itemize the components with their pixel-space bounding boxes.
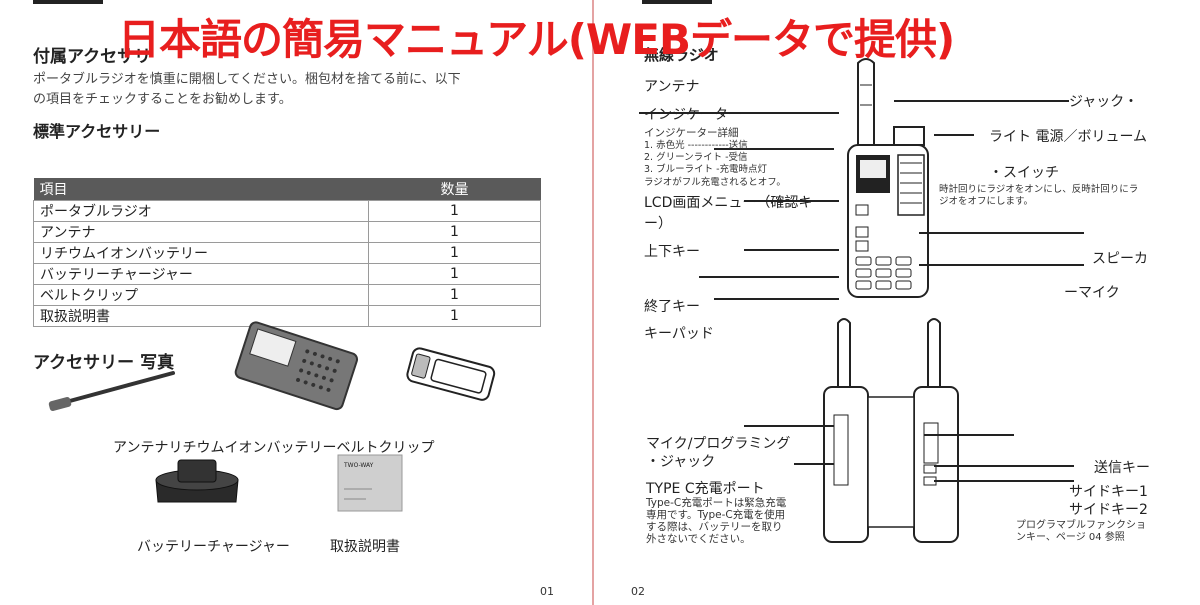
cell-qty: 1: [368, 284, 541, 306]
pointer-line: [934, 134, 974, 136]
pointer-line: [924, 434, 1014, 436]
radio-heading: 無線ラジオ: [644, 46, 719, 64]
antenna-illustration: [48, 371, 175, 412]
label-speaker: スピーカ: [1092, 251, 1148, 267]
label-antenna: アンテナ: [644, 79, 700, 95]
cell-item: 取扱説明書: [33, 305, 369, 327]
indicator-detail-4: ラジオがフル充電されるとオフ。: [644, 177, 786, 188]
pointer-line: [919, 264, 1084, 266]
accessories-heading: 付属アクセサリ: [33, 47, 152, 67]
label-keypad: キーパッド: [644, 326, 714, 342]
label-updown-key: 上下キー: [644, 244, 700, 260]
label-mic: ーマイク: [1064, 285, 1120, 301]
pointer-line: [919, 232, 1084, 234]
cell-item: バッテリーチャージャー: [33, 263, 369, 285]
right-page: 無線ラジオ: [594, 0, 1200, 605]
page-top-rule: [642, 0, 712, 4]
charger-illustration: [155, 459, 239, 503]
radio-front-illustration: [847, 58, 929, 298]
typec-desc-3: する際は、バッテリーを取り: [646, 521, 783, 533]
column-header-qty: 数量: [368, 178, 541, 201]
cell-item: リチウムイオンバッテリー: [33, 242, 369, 264]
label-lcd-line1: LCD画面メニュー（確認キ: [644, 195, 813, 211]
label-side-key-2: サイドキー2: [1069, 502, 1148, 518]
cell-qty: 1: [368, 221, 541, 243]
caption-charger: バッテリーチャージャー: [137, 539, 290, 555]
table-header-row: 項目 数量: [33, 178, 541, 201]
column-header-item: 項目: [33, 178, 369, 201]
indicator-detail-2: 2. グリーンライト -受信: [644, 152, 748, 163]
pointer-line: [714, 148, 834, 150]
page-top-rule: [33, 0, 103, 4]
pointer-line: [744, 249, 839, 251]
pointer-line: [639, 112, 839, 114]
typec-desc-1: Type-C充電ポートは緊急充電: [646, 497, 787, 509]
label-typec-port: TYPE C充電ポート: [646, 481, 765, 497]
pointer-line: [744, 200, 839, 202]
left-page: 付属アクセサリ ポータブルラジオを慎重に開梱してください。梱包材を捨てる前に、以…: [0, 0, 593, 605]
pointer-line: [934, 465, 1074, 467]
intro-line-2: の項目をチェックすることをお勧めします。: [33, 92, 292, 107]
battery-illustration: [234, 321, 359, 411]
cell-item: アンテナ: [33, 221, 369, 243]
page-divider: [592, 0, 594, 605]
prog-desc-1: プログラマブルファンクショ: [1016, 520, 1146, 531]
radio-side-illustration: [823, 318, 959, 543]
label-switch: ・スイッチ: [989, 165, 1059, 181]
pointer-line: [794, 463, 834, 465]
typec-desc-4: 外さないでください。: [646, 533, 751, 545]
label-ptt-key: 送信キー: [1094, 460, 1150, 476]
label-light-power-volume: ライト 電源／ボリューム: [989, 129, 1148, 145]
pointer-line: [894, 100, 1069, 102]
cell-qty: 1: [368, 305, 541, 327]
pointer-line: [934, 480, 1074, 482]
prog-desc-2: ンキー、ページ 04 参照: [1016, 532, 1125, 543]
indicator-detail-1: 1. 赤色光 ------------送信: [644, 140, 748, 151]
page-number-left: 01: [540, 585, 554, 598]
intro-line-1: ポータブルラジオを慎重に開梱してください。梱包材を捨てる前に、以下: [33, 72, 461, 87]
caption-manual: 取扱説明書: [330, 539, 400, 555]
switch-desc-1: 時計回りにラジオをオンにし、反時計回りにラ: [939, 184, 1139, 195]
typec-desc-2: 専用です。Type-C充電を使用: [646, 509, 786, 521]
cell-item: ベルトクリップ: [33, 284, 369, 306]
cell-qty: 1: [368, 242, 541, 264]
cell-qty: 1: [368, 263, 541, 285]
cell-item: ポータブルラジオ: [33, 200, 369, 222]
switch-desc-2: ジオをオフにします。: [939, 196, 1034, 207]
label-mic-programming-line2: ・ジャック: [646, 454, 716, 470]
overlay-banner: 日本語の簡易マニュアル(WEBデータで提供): [118, 15, 955, 64]
photo-caption-row1: アンテナリチウムイオンバッテリーベルトクリップ: [113, 440, 435, 456]
manual-illustration: TWO-WAY: [337, 454, 403, 512]
pointer-line: [714, 298, 839, 300]
label-end-key: 終了キー: [644, 299, 700, 315]
photo-heading: アクセサリー 写真: [33, 353, 175, 373]
pointer-line: [744, 425, 834, 427]
cell-qty: 1: [368, 200, 541, 222]
manual-cover-text: TWO-WAY: [343, 462, 374, 469]
label-lcd-line2: ー）: [644, 216, 672, 232]
standard-accessories-heading: 標準アクセサリー: [33, 122, 161, 141]
label-mic-programming-line1: マイク/プログラミング: [646, 436, 791, 452]
belt-clip-illustration: [406, 347, 496, 401]
indicator-detail-3: 3. ブルーライト -充電時点灯: [644, 164, 768, 175]
pointer-line: [699, 276, 839, 278]
label-jack: ジャック・: [1069, 94, 1139, 110]
label-side-key-1: サイドキー1: [1069, 484, 1148, 500]
page-number-right: 02: [631, 585, 645, 598]
label-indicator: インジケーター: [644, 107, 742, 123]
indicator-detail-title: インジケーター詳細: [644, 127, 739, 139]
